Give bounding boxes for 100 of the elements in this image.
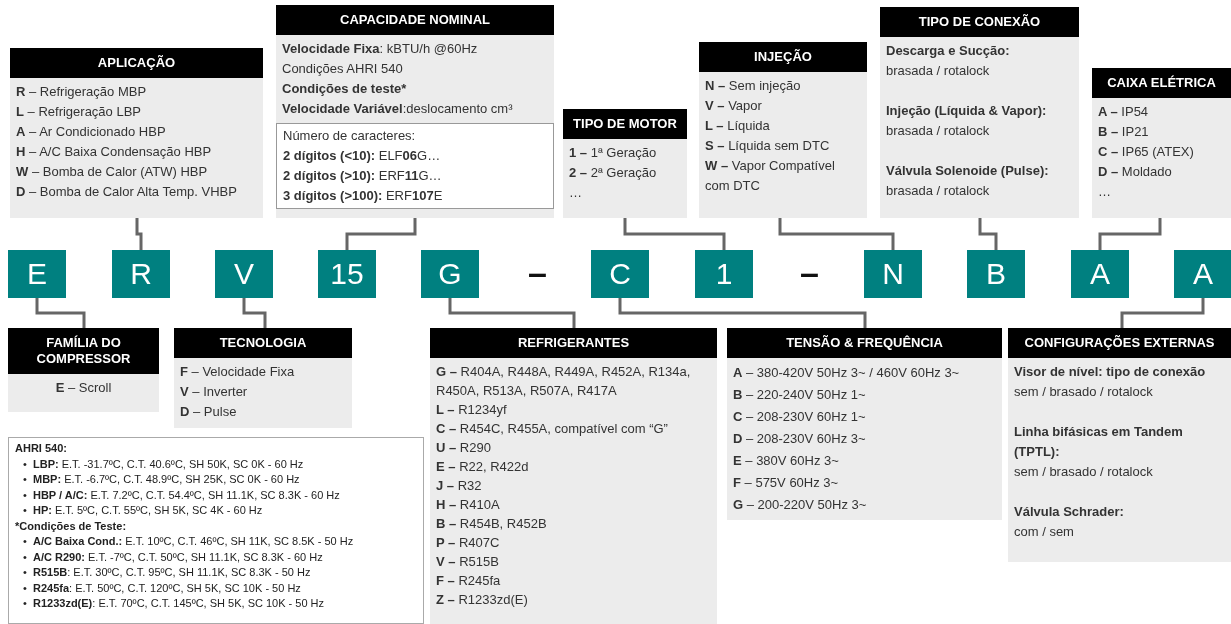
description-text: V – Inverter (179, 383, 249, 401)
description-text: 1 – 1ª Geração (568, 144, 658, 162)
description-text: Condições de teste* (281, 80, 408, 98)
description-text: U – R290 (435, 439, 492, 457)
callout-box (8, 328, 159, 412)
description-text: B – 220-240V 50Hz 1~ (732, 386, 867, 404)
description-text: W – Bomba de Calor (ATW) HBP (15, 163, 209, 181)
code-character-box: A (1071, 250, 1129, 298)
code-character-box: C (591, 250, 649, 298)
connector-line (1120, 298, 1205, 328)
notes-box (8, 437, 424, 624)
callout-box (699, 42, 867, 218)
description-text: … (1097, 183, 1112, 201)
description-text: J – R32 (435, 477, 483, 495)
connector-line (35, 298, 86, 328)
callout-box (430, 328, 717, 624)
description-text: N – Sem injeção (704, 77, 802, 95)
separator-dash: – (800, 253, 819, 292)
connector-line (978, 218, 998, 250)
description-text: Injeção (Líquida & Vapor): (885, 102, 1048, 120)
description-text: C – IP65 (ATEX) (1097, 143, 1195, 161)
description-text: B – R454B, R452B (435, 515, 548, 533)
note-item: • A/C R290: E.T. -7ºC, C.T. 50ºC, SH 11.1K, SC 8.3K - 60 Hz (23, 549, 324, 565)
section-heading: REFRIGERANTES (430, 328, 717, 358)
description-text: W – Vapor Compatível com DTC (704, 157, 836, 195)
callout-box (174, 328, 352, 428)
note-box (276, 123, 554, 209)
description-text: F – R245fa (435, 572, 502, 590)
section-heading: TIPO DE CONEXÃO (880, 7, 1079, 37)
connector-line (135, 218, 143, 250)
section-heading: APLICAÇÃO (10, 48, 263, 78)
section-heading: TECNOLOGIA (174, 328, 352, 358)
separator-dash: – (528, 253, 547, 292)
callout-box (1008, 328, 1231, 562)
description-text: Visor de nível: tipo de conexão (1013, 363, 1207, 381)
description-text: 3 dígitos (>100): ERF107E (282, 187, 444, 205)
description-text: R – Refrigeração MBP (15, 83, 148, 101)
description-text: A – IP54 (1097, 103, 1150, 121)
connector-line (448, 298, 576, 328)
code-character-box: 15 (318, 250, 376, 298)
code-character-box: R (112, 250, 170, 298)
note-item: • LBP: E.T. -31.7ºC, C.T. 40.6ºC, SH 50K, SC 0K - 60 Hz (23, 456, 305, 472)
description-text: C – 208-230V 60Hz 1~ (732, 408, 867, 426)
callout-box (727, 328, 1002, 520)
description-text: brasada / rotalock (885, 62, 991, 80)
description-text: E – Scroll (54, 379, 113, 397)
description-text: D – 208-230V 60Hz 3~ (732, 430, 867, 448)
section-heading: CAIXA ELÉTRICA (1092, 68, 1231, 98)
description-text: sem / brasado / rotalock (1013, 383, 1154, 401)
description-text: H – A/C Baixa Condensação HBP (15, 143, 213, 161)
description-text: A – 380-420V 50Hz 3~ / 460V 60Hz 3~ (732, 364, 961, 382)
description-text: sem / brasado / rotalock (1013, 463, 1154, 481)
description-text: com / sem (1013, 523, 1075, 541)
description-text: F – Velocidade Fixa (179, 363, 296, 381)
description-text: brasada / rotalock (885, 182, 991, 200)
section-heading: FAMÍLIA DO COMPRESSOR (8, 328, 159, 374)
section-heading: TIPO DE MOTOR (563, 109, 687, 139)
callout-box (563, 109, 687, 218)
note-item: • R245fa: E.T. 50ºC, C.T. 120ºC, SH 5K, SC 10K - 50 Hz (23, 580, 302, 596)
description-text: Velocidade Variável:deslocamento cm³ (281, 100, 514, 118)
description-text: … (568, 184, 583, 202)
note-item: • R1233zd(E): E.T. 70ºC, C.T. 145ºC, SH 5K, SC 10K - 50 Hz (23, 596, 326, 611)
callout-box (880, 7, 1079, 218)
note-heading: *Condições de Teste: (15, 518, 128, 534)
description-text: 2 dígitos (>10): ERF11G… (282, 167, 443, 185)
note-item: • R515B: E.T. 30ºC, C.T. 95ºC, SH 11.1K, SC 8.3K - 50 Hz (23, 565, 312, 580)
description-text: P – R407C (435, 534, 501, 552)
description-text: Descarga e Sucção: (885, 42, 1011, 60)
code-character-box: G (421, 250, 479, 298)
description-text: Z – R1233zd(E) (435, 591, 529, 609)
note-item: • A/C Baixa Cond.: E.T. 10ºC, C.T. 46ºC, SH 11K, SC 8.5K - 50 Hz (23, 534, 355, 549)
note-heading: AHRI 540: (15, 441, 68, 456)
description-text: Número de caracteres: (282, 127, 417, 145)
description-text: brasada / rotalock (885, 122, 991, 140)
code-character-box: N (864, 250, 922, 298)
description-text: D – Pulse (179, 403, 238, 421)
description-text: V – Vapor (704, 97, 763, 115)
description-text: C – R454C, R455A, compatível com “G” (435, 420, 669, 438)
section-heading: TENSÃO & FREQUÊNCIA (727, 328, 1002, 358)
description-text: V – R515B (435, 553, 500, 571)
description-text: Linha bifásicas em Tandem (TPTL): (1013, 423, 1184, 461)
note-item: • HBP / A/C: E.T. 7.2ºC, C.T. 54.4ºC, SH 11.1K, SC 8.3K - 60 Hz (23, 487, 341, 503)
connector-line (618, 298, 867, 328)
code-character-box: 1 (695, 250, 753, 298)
description-text: D – Bomba de Calor Alta Temp. VHBP (15, 183, 238, 201)
code-character-box: A (1174, 250, 1231, 298)
section-heading: INJEÇÃO (699, 42, 867, 72)
connector-line (778, 218, 895, 250)
callout-box (10, 48, 263, 218)
section-heading: CAPACIDADE NOMINAL (276, 5, 554, 35)
description-text: E – 380V 60Hz 3~ (732, 452, 840, 470)
connector-line (242, 298, 267, 328)
description-text: H – R410A (435, 496, 501, 514)
section-heading: CONFIGURAÇÕES EXTERNAS (1008, 328, 1231, 358)
description-text: Condições AHRI 540 (281, 60, 404, 78)
code-character-box: E (8, 250, 66, 298)
description-text: B – IP21 (1097, 123, 1150, 141)
connector-line (345, 218, 417, 250)
description-text: 2 – 2ª Geração (568, 164, 658, 182)
code-character-box: B (967, 250, 1025, 298)
